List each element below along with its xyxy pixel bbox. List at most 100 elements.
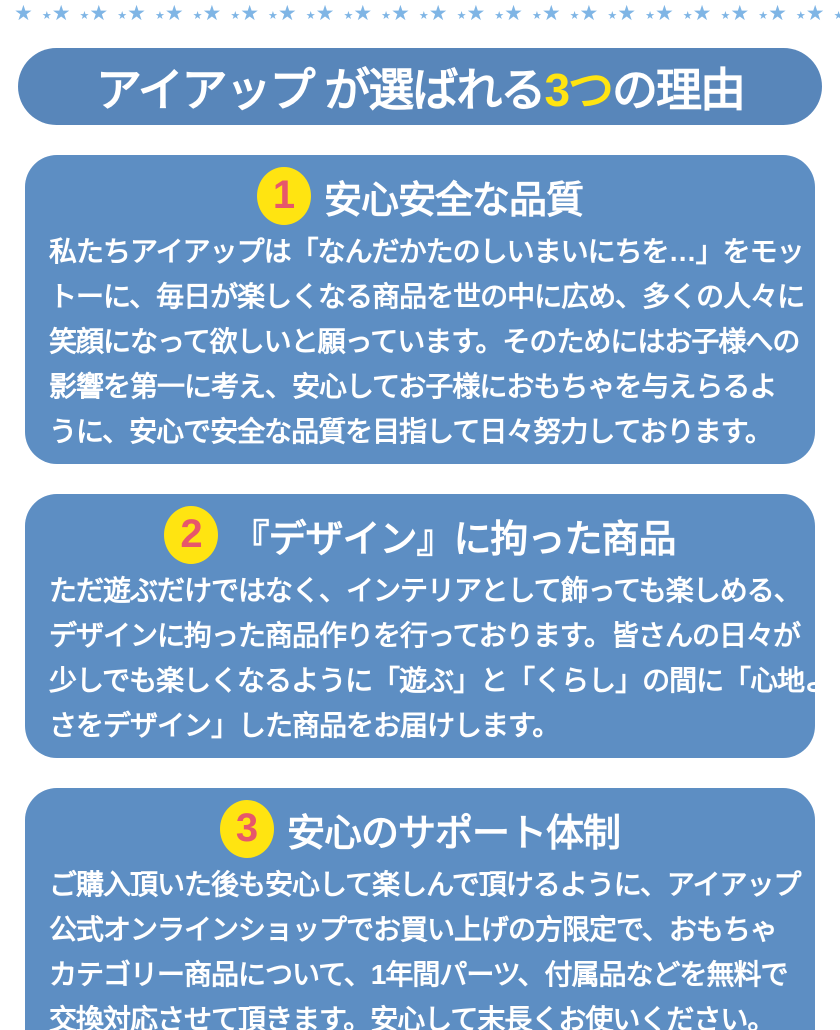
body-text-line: 私たちアイアップは「なんだかたのしいまいにちを…」をモッ (49, 236, 805, 267)
star-pair: ★★ (316, 3, 354, 24)
star-pair: ★★ (429, 3, 467, 24)
star-icon: ★ (418, 10, 429, 22)
star-icon: ★ (164, 2, 184, 25)
star-pair: ★★ (730, 3, 768, 24)
star-pair: ★★ (14, 3, 52, 24)
page-title: アイアップ が選ばれる3つの理由 (95, 54, 746, 120)
reason-1-heading: 1 安心安全な品質 (49, 167, 791, 225)
star-icon: ★ (41, 10, 52, 22)
star-icon: ★ (456, 10, 467, 22)
star-pair: ★★ (89, 3, 127, 24)
page-title-part2: の理由 (612, 63, 746, 116)
star-icon: ★ (617, 2, 637, 25)
star-icon: ★ (607, 10, 618, 22)
star-icon: ★ (833, 10, 840, 22)
star-icon: ★ (391, 2, 410, 25)
star-icon: ★ (428, 2, 448, 25)
number-badge-icon: 2 (164, 506, 219, 564)
star-icon: ★ (569, 10, 580, 22)
star-icon: ★ (494, 10, 505, 22)
reason-2-body: ただ遊ぶだけではなく、インテリアとして飾っても楽しめる、デザインに拘った商品作り… (49, 566, 832, 748)
star-pair: ★★ (504, 3, 542, 24)
reason-card-3: 3 安心のサポート体制 ご購入頂いた後も安心して楽しんで頂けるように、アイアップ… (25, 788, 815, 1030)
star-pair: ★★ (278, 3, 316, 24)
star-border: ★★★★★★★★★★★★★★★★★★★★★★★★★★★★★★★★★★★★★★★★… (0, 0, 840, 30)
star-icon: ★ (504, 2, 523, 25)
star-pair: ★★ (165, 3, 203, 24)
star-pair: ★★ (768, 3, 806, 24)
star-icon: ★ (79, 10, 90, 22)
body-text-line: うに、安心で安全な品質を目指して日々努力しております。 (49, 416, 773, 447)
body-text-line: ご購入頂いた後も安心して楽しんで頂けるように、アイアップ (49, 869, 802, 900)
star-pair: ★★ (693, 3, 731, 24)
star-icon: ★ (240, 2, 260, 25)
star-icon: ★ (682, 10, 693, 22)
reason-card-2: 2 『デザイン』に拘った商品 ただ遊ぶだけではなく、インテリアとして飾っても楽し… (25, 494, 832, 758)
body-text-line: 影響を第一に考え、安心してお子様におもちゃを与えらるよ (49, 371, 777, 402)
star-pair: ★★ (542, 3, 580, 24)
star-icon: ★ (579, 2, 599, 25)
body-text-line: カテゴリー商品について、1年間パーツ、付属品などを無料で (49, 959, 789, 990)
star-pair: ★★ (806, 3, 840, 24)
body-text-line: 交換対応させて頂きます。安心して末長くお使いください。 (49, 1004, 775, 1030)
star-icon: ★ (654, 2, 674, 25)
star-icon: ★ (127, 2, 146, 25)
star-pair: ★★ (52, 3, 90, 24)
star-icon: ★ (89, 2, 109, 25)
number-badge-icon: 1 (256, 167, 311, 225)
star-icon: ★ (720, 10, 731, 22)
star-pair: ★★ (353, 3, 391, 24)
star-icon: ★ (305, 10, 316, 22)
star-icon: ★ (692, 2, 712, 25)
badge-number: 3 (235, 805, 259, 850)
star-icon: ★ (768, 2, 787, 25)
star-pair: ★★ (466, 3, 504, 24)
body-text-line: さをデザイン」した商品をお届けします。 (49, 710, 560, 741)
star-icon: ★ (343, 10, 354, 22)
page-title-part1: アイアップ が選ばれる (95, 63, 546, 116)
body-text-line: 公式オンラインショップでお買い上げの方限定で、おもちゃ (49, 914, 778, 945)
star-icon: ★ (202, 2, 222, 25)
star-icon: ★ (730, 2, 750, 25)
body-text-line: トーに、毎日が楽しくなる商品を世の中に広め、多くの人々に (49, 281, 805, 312)
star-icon: ★ (531, 10, 542, 22)
star-icon: ★ (51, 2, 71, 25)
reason-card-1: 1 安心安全な品質 私たちアイアップは「なんだかたのしいまいにちを…」をモットー… (25, 155, 815, 464)
star-icon: ★ (268, 10, 278, 22)
body-text-line: デザインに拘った商品作りを行っております。皆さんの日々が (49, 620, 801, 651)
reason-2-title: 『デザイン』に拘った商品 (231, 518, 676, 561)
star-pair: ★★ (203, 3, 241, 24)
body-text-line: ただ遊ぶだけではなく、インテリアとして飾っても楽しめる、 (49, 575, 802, 606)
star-pair: ★★ (580, 3, 618, 24)
reason-3-title: 安心のサポート体制 (286, 812, 621, 855)
body-text-line: 少しでも楽しくなるように「遊ぶ」と「くらし」の間に「心地よ (49, 665, 832, 696)
star-icon: ★ (466, 2, 486, 25)
reason-1-title: 安心安全な品質 (323, 179, 584, 222)
star-icon: ★ (645, 10, 655, 22)
badge-number: 2 (180, 511, 203, 556)
star-icon: ★ (795, 10, 806, 22)
star-pair: ★★ (617, 3, 655, 24)
reason-1-body: 私たちアイアップは「なんだかたのしいまいにちを…」をモットーに、毎日が楽しくなる… (49, 227, 805, 454)
star-icon: ★ (805, 2, 825, 25)
reason-3-heading: 3 安心のサポート体制 (49, 800, 791, 858)
badge-number: 1 (272, 172, 296, 217)
star-icon: ★ (230, 10, 241, 22)
star-icon: ★ (353, 2, 373, 25)
star-pair: ★★ (127, 3, 165, 24)
number-badge-icon: 3 (219, 800, 274, 858)
star-icon: ★ (541, 2, 561, 25)
star-icon: ★ (758, 10, 769, 22)
star-icon: ★ (154, 10, 165, 22)
title-banner: アイアップ が選ばれる3つの理由 (18, 48, 822, 125)
reason-3-body: ご購入頂いた後も安心して楽しんで頂けるように、アイアップ公式オンラインショップで… (49, 860, 802, 1030)
star-icon: ★ (315, 2, 335, 25)
star-icon: ★ (117, 10, 128, 22)
star-icon: ★ (192, 10, 203, 22)
star-pair: ★★ (240, 3, 278, 24)
star-icon: ★ (381, 10, 392, 22)
page-title-highlight: 3つ (544, 63, 614, 116)
body-text-line: 笑顔になって欲しいと願っています。そのためにはお子様への (49, 326, 800, 357)
star-pair: ★★ (655, 3, 693, 24)
star-icon: ★ (14, 2, 33, 25)
